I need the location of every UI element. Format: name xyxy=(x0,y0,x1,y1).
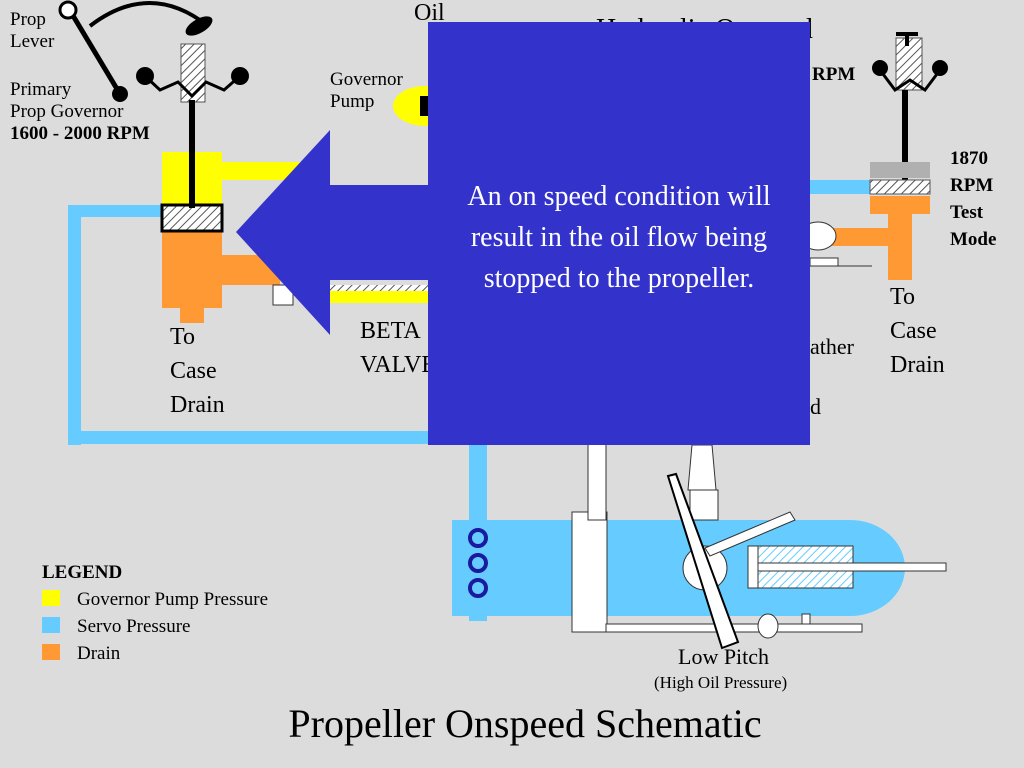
legend-item-pump: Governor Pump Pressure xyxy=(77,589,269,610)
callout-box: An on speed condition will result in the… xyxy=(428,22,810,445)
slide-title: Propeller Onspeed Schematic xyxy=(288,701,762,746)
rpm-label: RPM xyxy=(812,64,856,85)
high-oil-pressure-label: (High Oil Pressure) xyxy=(654,673,788,692)
servo-cylinder xyxy=(452,439,947,650)
low-pitch-label: Low Pitch xyxy=(678,644,770,669)
direction-arrow xyxy=(236,130,440,335)
oil-label: Oil xyxy=(414,0,445,26)
legend-swatch-pump xyxy=(42,590,60,606)
callout-text: An on speed condition will result in the… xyxy=(467,181,771,294)
d-label: d xyxy=(810,394,821,419)
beta-valve-label: BETAVALVE xyxy=(360,318,428,378)
legend-swatch-servo xyxy=(42,617,60,633)
primary-governor xyxy=(58,0,428,323)
onspeed-governor xyxy=(799,32,948,280)
feather-label: ather xyxy=(810,334,854,359)
legend-swatch-drain xyxy=(42,644,60,660)
legend-item-servo: Servo Pressure xyxy=(77,616,191,637)
legend-item-drain: Drain xyxy=(77,643,121,664)
legend-title: LEGEND xyxy=(42,562,123,583)
